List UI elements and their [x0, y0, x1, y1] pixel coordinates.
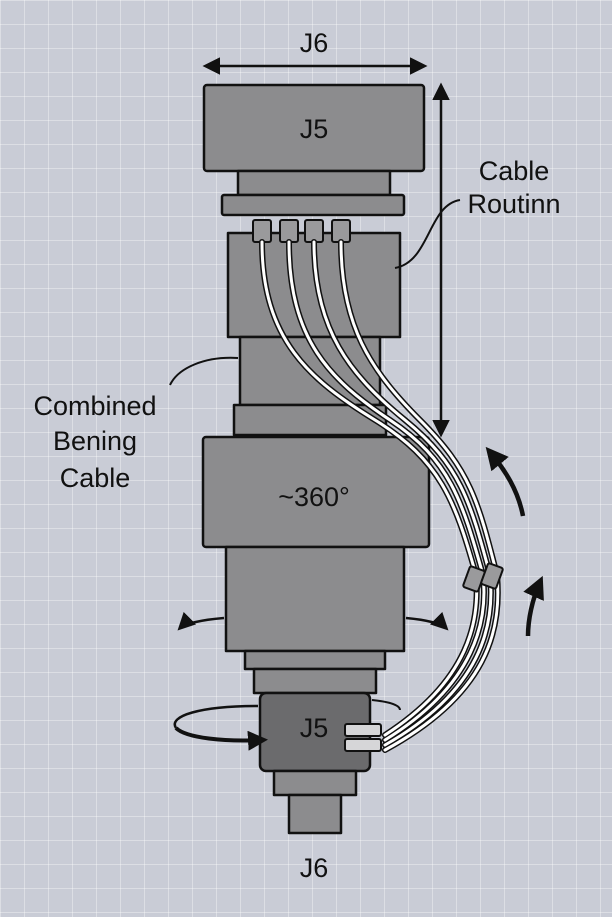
combined-cable-label-2: Bening [53, 426, 137, 456]
rotation-arrow-right [405, 611, 449, 631]
lower-connector-1 [344, 723, 382, 737]
neck-ring-1 [236, 169, 392, 197]
j5-rotation-ellipse [173, 704, 259, 729]
lower-connector-2 [344, 738, 382, 752]
cable-routing-leader [394, 199, 461, 269]
combined-cable-label-3: Cable [60, 463, 131, 493]
combined-cable-leader [169, 356, 239, 386]
top-block-label: J5 [300, 114, 329, 144]
flange-plate [220, 193, 406, 217]
j5-rotation-back [371, 699, 401, 711]
output-ring [272, 769, 358, 797]
cable-bundle [260, 240, 500, 752]
connector-4 [331, 219, 351, 243]
combined-cable-label-1: Combined [33, 391, 156, 421]
connector-3 [304, 219, 324, 243]
rotation-block-label: ~360° [278, 482, 350, 512]
bottom-label: J6 [300, 853, 329, 883]
cable-motion-arrow-2 [523, 575, 544, 637]
connector-2 [279, 219, 299, 243]
connector-1 [252, 219, 272, 243]
lower-ring-1 [243, 649, 387, 671]
j5-rotation-arrow [174, 726, 268, 751]
top-dimension-label: J6 [300, 28, 329, 58]
lower-housing [224, 545, 406, 653]
rotation-arrow-left [177, 611, 225, 631]
inline-connector-2 [480, 562, 504, 590]
cable-routing-label-2: Routinn [467, 189, 560, 219]
lower-block-label: J5 [300, 713, 329, 743]
output-shaft [287, 793, 343, 835]
lower-ring-2 [252, 667, 378, 695]
cable-routing-label-1: Cable [479, 156, 550, 186]
cable-motion-arrow-1 [485, 446, 526, 517]
